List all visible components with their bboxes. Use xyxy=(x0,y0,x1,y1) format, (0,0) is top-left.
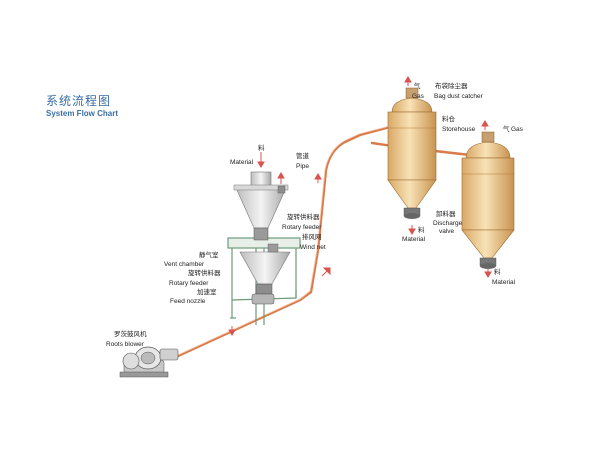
label-bag-dust-catcher-en: Bag dust catcher xyxy=(434,93,484,100)
silo-2 xyxy=(461,131,515,269)
label-discharge-valve-en-1: Discharge xyxy=(433,220,463,227)
label-gas-en-1: Gas xyxy=(412,93,425,100)
label-material-en-3: Material xyxy=(492,279,516,286)
roots-blower xyxy=(119,346,179,378)
label-bag-dust-catcher-cn: 布袋除尘器 xyxy=(435,81,468,90)
label-vent-chamber-en: Vent chamber xyxy=(164,261,205,268)
label-rotary-feeder-en: Rotary feeder xyxy=(169,280,209,287)
label-material-en-2: Material xyxy=(402,236,426,243)
label-material-cn-1: 料 xyxy=(258,143,265,152)
label-material-en-1: Material xyxy=(230,159,254,166)
diagram-labels: 料 Material 旋转供料器 Rotary feeder 排风网 Wind … xyxy=(106,81,524,348)
chart-title-en: System Flow Chart xyxy=(46,109,119,118)
label-storehouse-en: Storehouse xyxy=(442,126,476,133)
label-feed-nozzle-cn: 加速室 xyxy=(197,287,217,296)
vent-chamber xyxy=(239,243,291,295)
label-roots-blower-cn: 罗茨鼓风机 xyxy=(114,329,147,338)
label-roots-blower-en: Roots blower xyxy=(106,341,145,348)
label-pipe-cn: 管道 xyxy=(296,151,310,160)
label-material-cn-3: 料 xyxy=(494,267,501,276)
label-rotary-feeder-cn: 旋转供料器 xyxy=(188,268,221,277)
chart-title-cn: 系统流程图 xyxy=(46,94,112,108)
label-rotary-feeder-top-cn: 旋转供料器 xyxy=(287,212,320,221)
label-discharge-valve-cn: 卸料器 xyxy=(436,209,456,218)
label-wind-net-en: Wind net xyxy=(300,244,326,251)
label-vent-chamber-cn: 静气室 xyxy=(199,250,219,259)
label-wind-net-cn: 排风网 xyxy=(302,232,322,241)
label-discharge-valve-en-2: valve xyxy=(439,228,455,235)
flow-arrows xyxy=(228,76,492,336)
label-gas-cn-2: 气 xyxy=(503,124,510,133)
label-storehouse-cn: 料仓 xyxy=(442,114,456,123)
label-pipe-en: Pipe xyxy=(296,163,309,170)
feed-nozzle xyxy=(251,293,275,305)
label-feed-nozzle-en: Feed nozzle xyxy=(170,298,206,305)
label-gas-en-2: Gas xyxy=(511,126,524,133)
label-rotary-feeder-top-en: Rotary feeder xyxy=(282,224,322,231)
label-material-cn-2: 料 xyxy=(418,225,425,234)
top-hopper xyxy=(233,171,289,241)
silo-1 xyxy=(387,87,437,219)
label-gas-cn-1: 气 xyxy=(414,81,421,90)
